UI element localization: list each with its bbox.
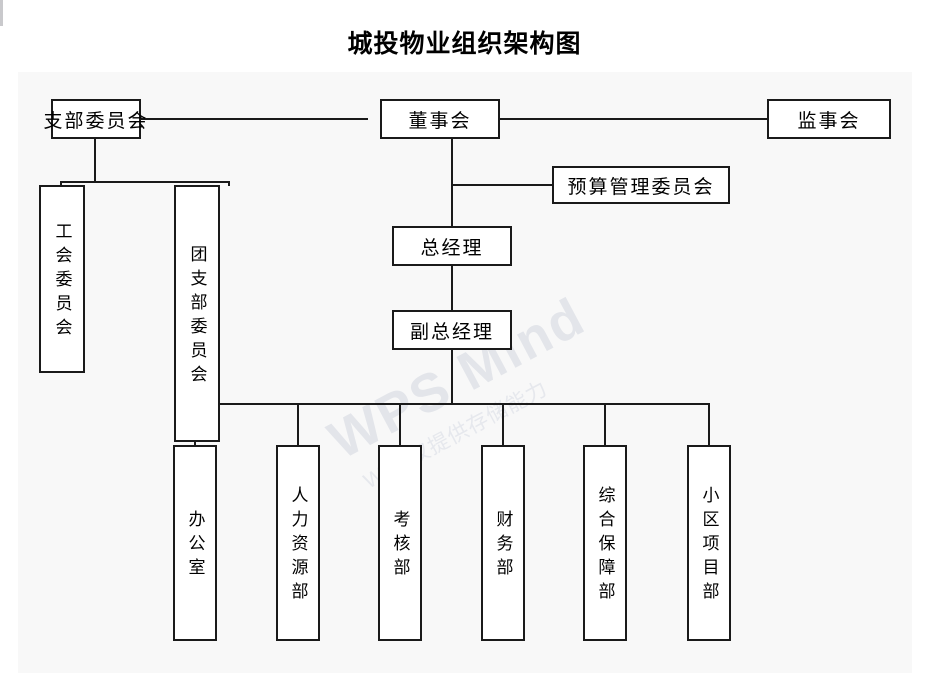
- node-label: 考核部: [390, 510, 410, 582]
- node-budget-management-committee[interactable]: 预算管理委员会: [552, 166, 730, 204]
- connector-drop-community: [708, 403, 710, 445]
- node-label: 预算管理委员会: [567, 176, 715, 198]
- node-label: 财务部: [493, 510, 513, 582]
- node-label: 董事会: [408, 110, 472, 132]
- node-label: 监事会: [797, 110, 861, 132]
- node-labor-union-committee[interactable]: 工会委员会: [39, 185, 85, 373]
- node-human-resources-department[interactable]: 人力资源部: [276, 445, 320, 641]
- connector-budget-link: [451, 184, 552, 186]
- node-label: 小区项目部: [699, 486, 719, 606]
- connector-drop-assessment: [399, 403, 401, 445]
- node-youth-league-branch-committee[interactable]: 团支部委员会: [174, 185, 220, 442]
- connector-board-trunk: [451, 138, 453, 226]
- node-office[interactable]: 办公室: [173, 445, 217, 641]
- connector-gm-to-deputy: [451, 266, 453, 310]
- node-label: 副总经理: [409, 321, 494, 343]
- connector-party-bus: [60, 181, 230, 183]
- connector-deputy-stem: [451, 350, 453, 404]
- node-comprehensive-support-department[interactable]: 综合保障部: [583, 445, 627, 641]
- connector-drop-support: [604, 403, 606, 445]
- node-party-branch-committee[interactable]: 支部委员会: [44, 99, 147, 139]
- node-label: 总经理: [420, 237, 484, 259]
- node-label: 综合保障部: [595, 486, 615, 606]
- node-board-of-supervisors[interactable]: 监事会: [767, 99, 891, 139]
- connector-drop-finance: [502, 403, 504, 445]
- node-label: 办公室: [185, 510, 205, 582]
- connector-party-to-board: [95, 118, 368, 120]
- page-title: 城投物业组织架构图: [347, 31, 582, 58]
- node-label: 团支部委员会: [187, 244, 207, 389]
- connector-board-to-supervisor: [499, 118, 768, 120]
- chart-canvas: WPS Mind WPS仅提供存储能力 支部委员会: [18, 72, 912, 673]
- page-edge-mark: [0, 0, 3, 26]
- node-community-project-department[interactable]: 小区项目部: [687, 445, 731, 641]
- node-deputy-general-manager[interactable]: 副总经理: [392, 310, 512, 350]
- node-finance-department[interactable]: 财务部: [481, 445, 525, 641]
- node-label: 人力资源部: [288, 486, 308, 606]
- node-label: 工会委员会: [52, 222, 72, 342]
- node-assessment-department[interactable]: 考核部: [378, 445, 422, 641]
- node-label: 支部委员会: [43, 110, 149, 132]
- connector-drop-hr: [297, 403, 299, 445]
- connector-party-stem: [94, 138, 96, 182]
- watermark-primary-text: WPS Mind: [319, 286, 595, 471]
- node-general-manager[interactable]: 总经理: [392, 226, 512, 266]
- connector-department-bus: [194, 403, 710, 405]
- node-board-of-directors[interactable]: 董事会: [380, 99, 500, 139]
- connector-union-drop: [60, 181, 62, 186]
- connector-league-drop: [228, 181, 230, 186]
